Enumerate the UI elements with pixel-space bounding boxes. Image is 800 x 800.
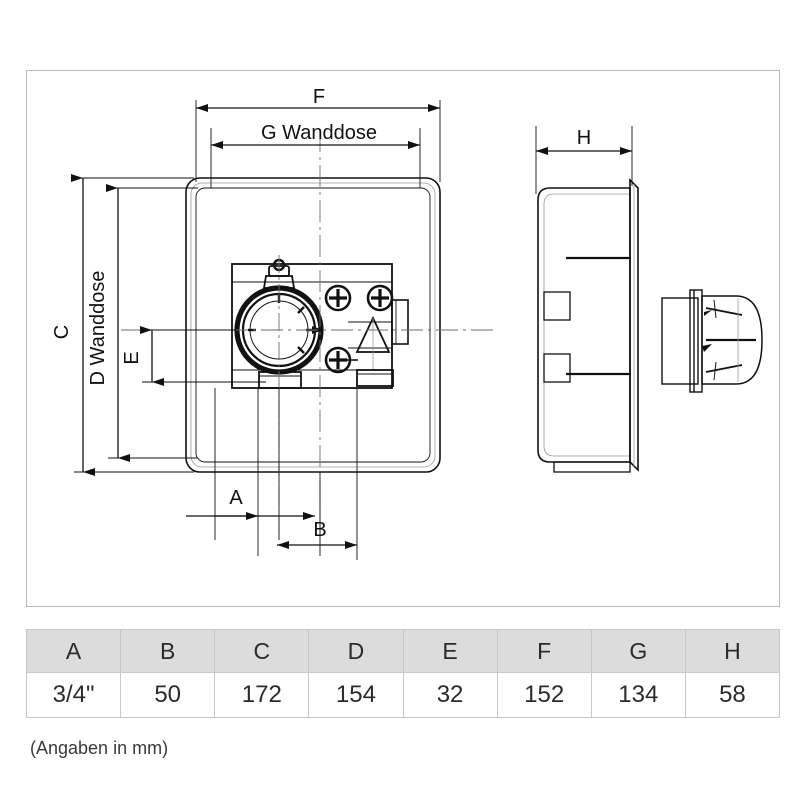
technical-drawing: F G Wanddose C D Wanddose E A B H	[51, 86, 763, 560]
table-header-cell: D	[308, 629, 404, 673]
table-cell: 50	[120, 672, 216, 718]
table-header-cell: C	[214, 629, 310, 673]
dimension-label-E: E	[121, 351, 143, 364]
table-cell: 134	[590, 672, 686, 718]
table-cell: 172	[214, 672, 310, 718]
dimension-label-A: A	[229, 487, 243, 509]
dimension-label-B: B	[313, 519, 326, 541]
table-row: 3/4" 50 172 154 32 152 134 58	[25, 672, 781, 718]
table-cell: 154	[308, 672, 404, 718]
dimension-table: A B C D E F G H 3/4" 50 172 154 32 152 1…	[25, 629, 781, 718]
dimension-label-D: D Wanddose	[87, 271, 109, 386]
screw-group	[324, 284, 394, 374]
table-header-cell: A	[25, 629, 122, 673]
table-header-row: A B C D E F G H	[25, 629, 781, 673]
table-header-cell: G	[590, 629, 686, 673]
table-cell: 58	[684, 672, 781, 718]
side-view-body	[535, 126, 763, 473]
table-cell: 32	[402, 672, 498, 718]
table-cell: 152	[496, 672, 592, 718]
dimension-label-G: G Wanddose	[261, 122, 377, 144]
table-header-cell: E	[402, 629, 498, 673]
table-header-cell: F	[496, 629, 592, 673]
dimension-label-H: H	[577, 127, 591, 149]
table-header-cell: H	[684, 629, 781, 673]
table-cell: 3/4"	[25, 672, 122, 718]
dimension-label-F: F	[313, 86, 325, 108]
dimension-label-C: C	[51, 325, 73, 339]
table-header-cell: B	[120, 629, 216, 673]
units-note: (Angaben in mm)	[30, 738, 169, 758]
front-view-body	[121, 130, 496, 540]
